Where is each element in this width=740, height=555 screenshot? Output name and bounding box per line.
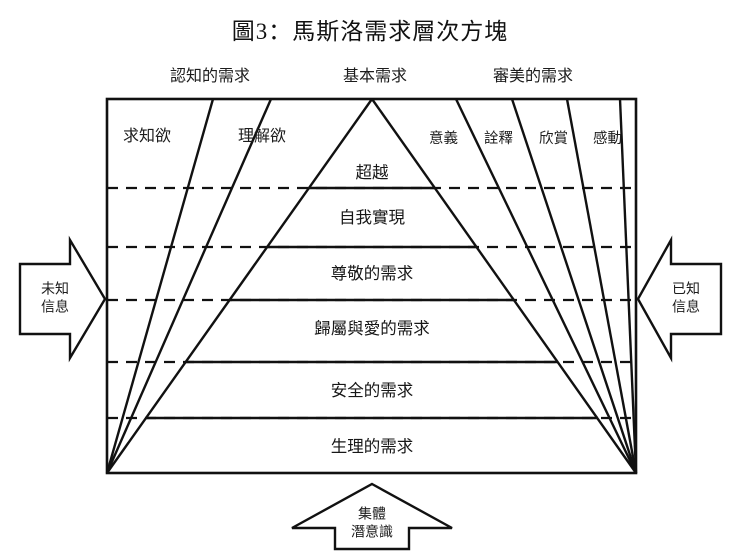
- tier-label-love-belonging: 歸屬與愛的需求: [314, 319, 430, 338]
- tier-label-self-actualization: 自我實現: [339, 208, 405, 227]
- bottom-arrow-shape: [291, 482, 453, 551]
- pyramid-tier-separators: [146, 186, 598, 420]
- top-label-aesthetic: 審美的需求: [492, 68, 574, 85]
- tier-label-safety: 安全的需求: [330, 381, 414, 400]
- bottom-arrow-label: 集體 潛意識: [351, 507, 393, 541]
- left-arrow-shape: [18, 235, 107, 363]
- right-arrow-label: 已知 信息: [672, 282, 700, 316]
- wedge-label-being-moved: 感動: [593, 131, 622, 147]
- wedge-label-interpretation: 詮釋: [484, 131, 513, 147]
- left-arrow-label: 未知 信息: [41, 282, 69, 316]
- tier-label-physiological: 生理的需求: [330, 437, 414, 456]
- wedge-label-meaning: 意義: [429, 131, 458, 147]
- top-label-cognitive: 認知的需求: [169, 68, 251, 85]
- tier-label-esteem: 尊敬的需求: [330, 264, 414, 283]
- right-aesthetic-rays: [454, 98, 638, 474]
- wedge-label-appreciation: 欣賞: [539, 131, 568, 147]
- top-label-basic: 基本需求: [342, 68, 408, 85]
- wedge-label-understanding: 理解欲: [238, 128, 287, 145]
- wedge-label-curiosity: 求知欲: [123, 128, 172, 145]
- right-arrow-shape: [636, 235, 723, 363]
- pyramid-outline: [106, 98, 637, 474]
- left-cognitive-rays: [105, 98, 273, 474]
- page-title: 圖3：馬斯洛需求層次方塊: [231, 19, 509, 44]
- tier-label-transcendence: 超越: [355, 163, 389, 182]
